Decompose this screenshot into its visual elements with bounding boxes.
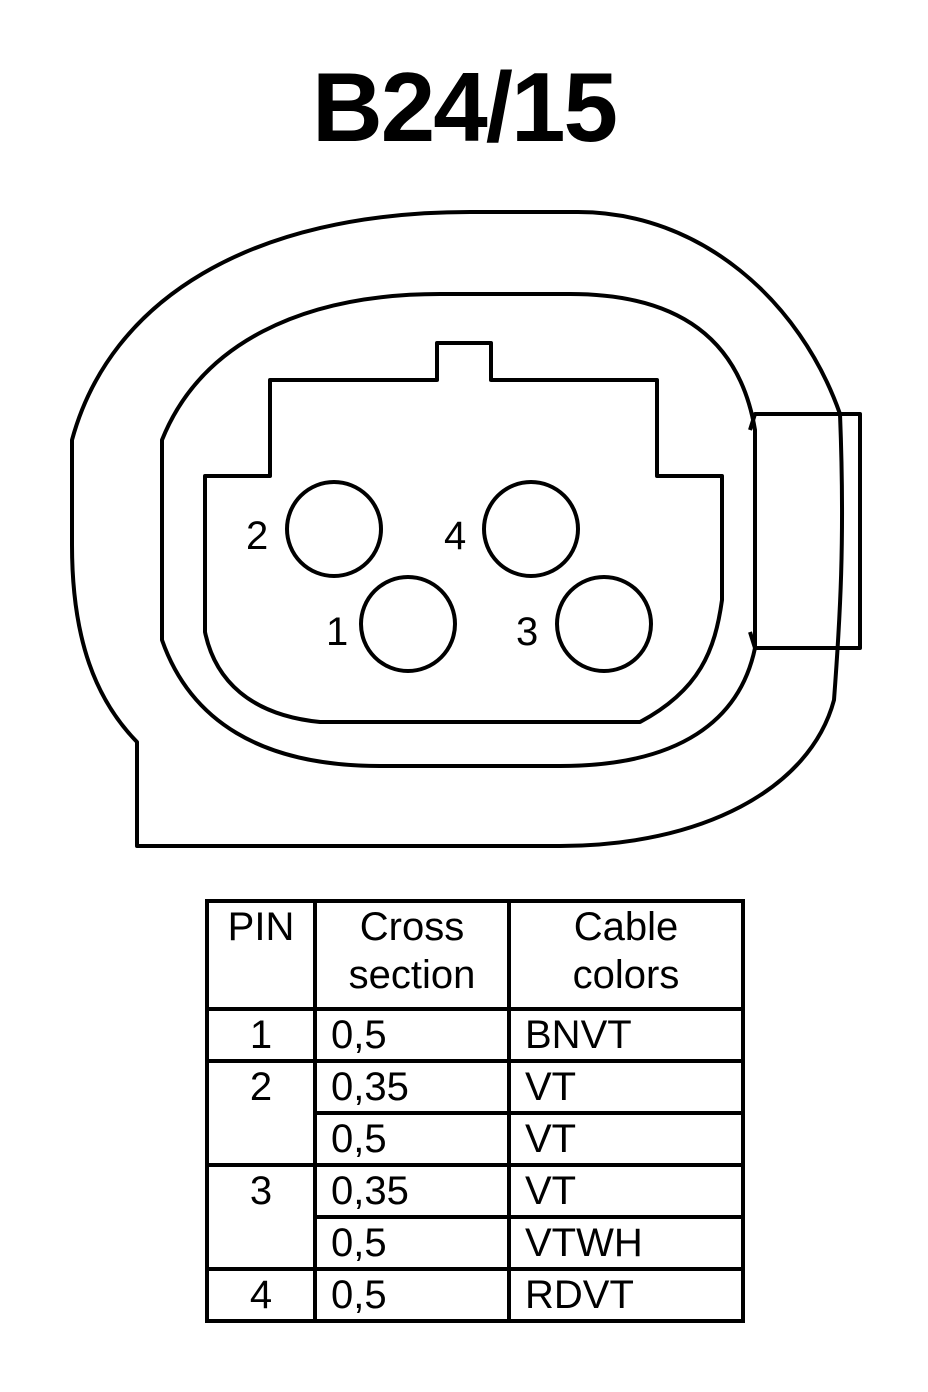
- pin-label-2: 2: [246, 514, 268, 558]
- pin-table: PIN Cross section Cable colors 1 0,5 BNV…: [205, 899, 745, 1323]
- pin-socket-1: [359, 575, 457, 673]
- pin-socket-4: [482, 480, 580, 578]
- connector-title: B24/15: [311, 52, 618, 162]
- pin-socket-3: [555, 575, 653, 673]
- connector-drawing: 2 4 1 3: [70, 210, 862, 848]
- header-cross-section: Cross section: [313, 899, 511, 1011]
- header-pin: PIN: [205, 899, 317, 1011]
- cell-pin: 2: [205, 1059, 317, 1113]
- cell-cable-color: BNVT: [507, 1007, 745, 1063]
- table-row: 2 0,35 VT: [205, 1059, 745, 1115]
- connector-inner-rim: [160, 292, 757, 768]
- table-row: 4 0,5 RDVT: [205, 1267, 745, 1323]
- cell-cable-color: VT: [507, 1163, 745, 1219]
- table-row: 3 0,35 VT: [205, 1163, 745, 1219]
- table-row: 1 0,5 BNVT: [205, 1007, 745, 1063]
- pin-socket-2: [285, 480, 383, 578]
- table-row: 0,5 VTWH: [205, 1215, 745, 1271]
- pin-label-1: 1: [326, 610, 348, 654]
- header-cable-colors: Cable colors: [507, 899, 745, 1011]
- cell-cross-section: 0,35: [313, 1059, 511, 1115]
- pin-table-header: PIN Cross section Cable colors: [205, 899, 745, 1011]
- cell-cable-color: VT: [507, 1111, 745, 1167]
- cell-cross-section: 0,5: [313, 1111, 511, 1167]
- cell-cable-color: VT: [507, 1059, 745, 1115]
- cell-pin: 4: [205, 1267, 317, 1323]
- cell-pin: 3: [205, 1163, 317, 1217]
- cell-cross-section: 0,5: [313, 1267, 511, 1323]
- cell-cable-color: VTWH: [507, 1215, 745, 1271]
- pin-label-3: 3: [516, 610, 538, 654]
- connector-outer-housing: [70, 210, 845, 848]
- cell-cross-section: 0,5: [313, 1007, 511, 1063]
- cell-pin: [205, 1113, 317, 1167]
- cell-cable-color: RDVT: [507, 1267, 745, 1323]
- pin-label-4: 4: [444, 514, 466, 558]
- cell-pin: 1: [205, 1007, 317, 1063]
- cell-pin: [205, 1217, 317, 1271]
- table-row: 0,5 VT: [205, 1111, 745, 1167]
- connector-cavity: [203, 341, 724, 724]
- cell-cross-section: 0,35: [313, 1163, 511, 1219]
- cell-cross-section: 0,5: [313, 1215, 511, 1271]
